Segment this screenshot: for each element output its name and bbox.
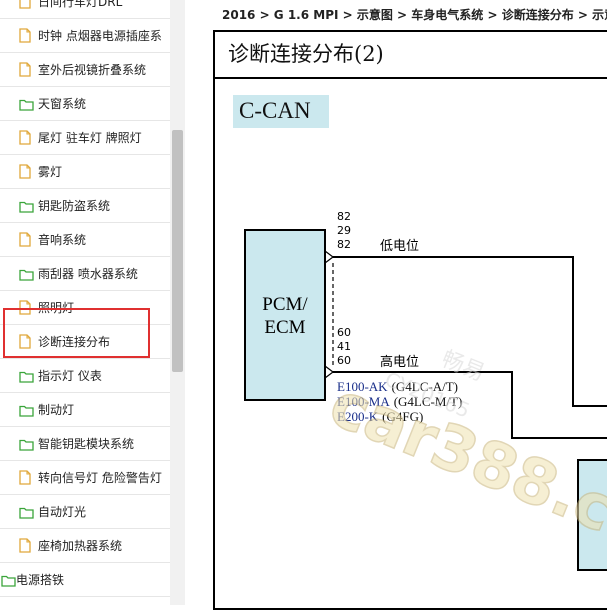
tree-root-item[interactable]: 电源搭铁 xyxy=(0,563,170,597)
folder-icon xyxy=(19,402,34,417)
wire-low xyxy=(333,256,607,407)
pin-bottom-2: 41 xyxy=(337,340,351,353)
connector-code-3: E200-K xyxy=(337,409,379,424)
tree-item-label: 日间行车灯DRL xyxy=(38,0,123,9)
file-icon xyxy=(19,164,33,179)
module-label-line2: ECM xyxy=(264,317,305,338)
tree-item-label: 天窗系统 xyxy=(38,97,87,111)
file-icon xyxy=(19,0,33,9)
file-icon xyxy=(19,334,33,349)
tree-item-label: 制动灯 xyxy=(38,403,75,417)
document-title: 诊断连接分布(2) xyxy=(228,42,384,66)
tree-item[interactable]: 室外后视镜折叠系统 xyxy=(0,53,170,87)
file-icon xyxy=(19,470,33,485)
tree-item[interactable]: 诊断连接分布 xyxy=(0,325,170,359)
title-divider xyxy=(213,77,607,79)
file-icon xyxy=(19,538,33,553)
pin-bottom-3: 60 xyxy=(337,354,351,367)
folder-icon xyxy=(1,572,16,587)
connector-line-3: E200-K(G4FG) xyxy=(337,409,423,424)
connector-code-2: E100-MA xyxy=(337,394,390,409)
high-level-label: 高电位 xyxy=(380,354,419,370)
tree-item-label: 自动灯光 xyxy=(38,505,87,519)
tree-item[interactable]: 音响系统 xyxy=(0,223,170,257)
tree-item[interactable]: 日间行车灯DRL xyxy=(0,0,170,19)
scrollbar-thumb[interactable] xyxy=(172,130,183,372)
tree-item[interactable]: 转向信号灯 危险警告灯 xyxy=(0,461,170,495)
wire-high xyxy=(333,371,607,439)
tree-item-label: 雾灯 xyxy=(38,165,63,179)
pin-bottom-1: 60 xyxy=(337,326,351,339)
folder-icon xyxy=(19,266,34,281)
folder-icon xyxy=(19,198,34,213)
tree-item[interactable]: 尾灯 驻车灯 牌照灯 xyxy=(0,121,170,155)
connector-variant-3: (G4FG) xyxy=(382,409,423,424)
tree-item-label: 智能钥匙模块系统 xyxy=(38,437,135,451)
selected-item-highlight xyxy=(3,308,150,358)
pin-top-3: 82 xyxy=(337,238,351,251)
low-level-label: 低电位 xyxy=(380,239,419,254)
folder-icon xyxy=(19,96,34,111)
file-icon xyxy=(19,130,33,145)
folder-icon xyxy=(19,504,34,519)
tree-item-label: 时钟 点烟器电源插座系 xyxy=(38,29,162,43)
connector-line-1: E100-AK (G4LC-A/T) xyxy=(337,379,458,394)
tree-item[interactable]: 智能钥匙模块系统 xyxy=(0,427,170,461)
module-box xyxy=(244,229,326,401)
tree-item[interactable]: 雾灯 xyxy=(0,155,170,189)
partial-module-box xyxy=(577,459,607,571)
breadcrumb: 2016 > G 1.6 MPI > 示意图 > 车身电气系统 > 诊断连接分布… xyxy=(222,8,607,22)
panel-gutter xyxy=(185,0,213,605)
bus-label: C-CAN xyxy=(239,98,311,123)
tree-item-label: 雨刮器 喷水器系统 xyxy=(38,267,138,281)
bus-label-box: C-CAN xyxy=(233,95,329,128)
navigation-tree: 日间行车灯DRL 时钟 点烟器电源插座系室外后视镜折叠系统天窗系统尾灯 驻车灯 牌… xyxy=(0,0,170,605)
tree-item-label: 指示灯 仪表 xyxy=(38,369,102,383)
folder-icon xyxy=(19,436,34,451)
tree-item[interactable]: 制动灯 xyxy=(0,393,170,427)
file-icon xyxy=(19,62,33,77)
terminal-top xyxy=(324,250,334,264)
tree-item-label: 室外后视镜折叠系统 xyxy=(38,63,147,77)
connector-variant-2: (G4LC-M/T) xyxy=(394,394,463,409)
connector-line-2: E100-MA (G4LC-M/T) xyxy=(337,394,462,409)
tree-root-item-label: 电源搭铁 xyxy=(16,573,65,587)
tree-item[interactable]: 自动灯光 xyxy=(0,495,170,529)
tree-item[interactable]: 钥匙防盗系统 xyxy=(0,189,170,223)
tree-item[interactable]: 时钟 点烟器电源插座系 xyxy=(0,19,170,53)
terminal-bottom xyxy=(324,365,334,379)
connector-variant-1: (G4LC-A/T) xyxy=(392,379,458,394)
tree-item-label: 诊断连接分布 xyxy=(38,335,111,349)
tree-item-label: 音响系统 xyxy=(38,233,87,247)
connector-code-1: E100-AK xyxy=(337,379,388,394)
pin-top-1: 82 xyxy=(337,210,351,223)
file-icon xyxy=(19,232,33,247)
file-icon xyxy=(19,28,33,43)
tree-item-label: 尾灯 驻车灯 牌照灯 xyxy=(38,131,142,145)
module-label-line1: PCM/ xyxy=(262,294,308,315)
tree-item-label: 钥匙防盗系统 xyxy=(38,199,111,213)
tree-item[interactable]: 座椅加热器系统 xyxy=(0,529,170,563)
pin-top-2: 29 xyxy=(337,224,351,237)
folder-icon xyxy=(19,368,34,383)
tree-item-label: 座椅加热器系统 xyxy=(38,539,123,553)
tree-item[interactable]: 指示灯 仪表 xyxy=(0,359,170,393)
tree-item[interactable]: 雨刮器 喷水器系统 xyxy=(0,257,170,291)
tree-item-label: 转向信号灯 危险警告灯 xyxy=(38,471,162,485)
tree-item[interactable]: 天窗系统 xyxy=(0,87,170,121)
